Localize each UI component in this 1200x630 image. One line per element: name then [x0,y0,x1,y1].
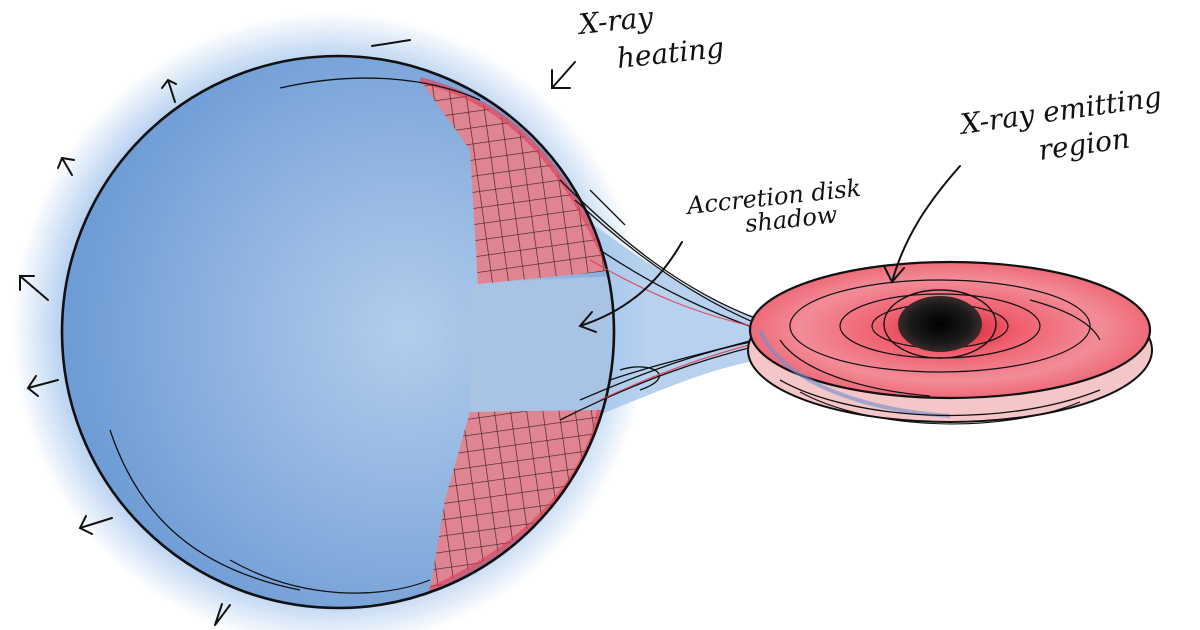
arrow-disk-shadow [578,241,683,333]
donor-star [60,54,616,610]
label-xray-heating-line1: X-ray [575,0,655,41]
arrow-emitting-region [883,165,961,284]
heated-region-lower [430,410,600,590]
disk-shadow-band [470,275,614,420]
stream-red-strands [589,259,761,401]
wind-arrows [19,39,411,626]
label-xray-heating: X-ray heating [551,0,726,89]
black-hole [883,289,997,359]
heated-region-upper [420,80,610,284]
label-emitting-region: X-ray emitting region [883,80,1164,284]
label-xray-heating-line2: heating [615,31,725,75]
arrow-xray-heating [551,61,576,89]
